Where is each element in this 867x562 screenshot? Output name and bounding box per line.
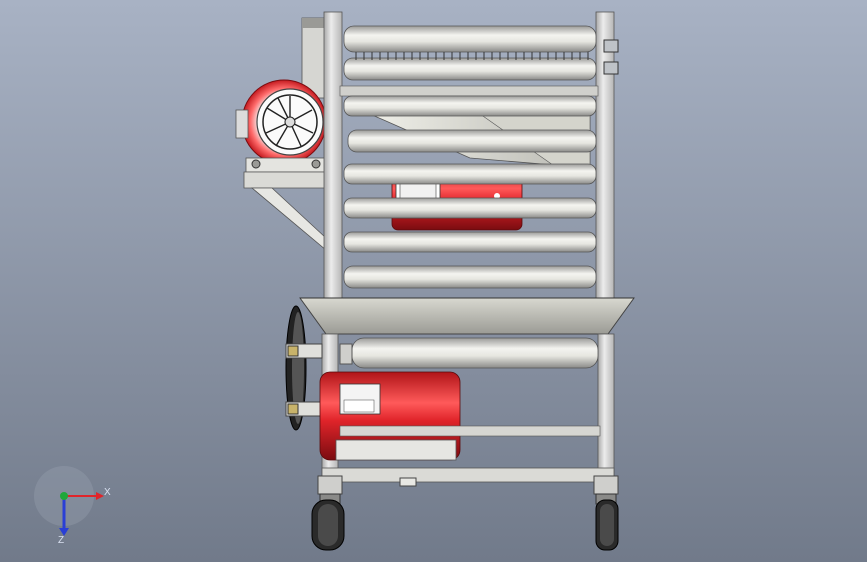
frame-bolt: [399, 477, 417, 487]
triad-y-axis-dot: [60, 492, 68, 500]
triad-z-arrow-icon: [59, 528, 69, 536]
caster-left[interactable]: [311, 475, 345, 551]
triad-x-label: X: [104, 487, 111, 498]
roller-stack-front[interactable]: [343, 163, 597, 289]
roller[interactable]: [343, 265, 597, 289]
triad-z-label: Z: [58, 535, 65, 546]
roller[interactable]: [347, 129, 597, 153]
roller[interactable]: [343, 163, 597, 185]
orientation-triad[interactable]: [34, 466, 104, 536]
discharge-hopper: [299, 297, 635, 335]
lower-roller[interactable]: [339, 337, 599, 369]
roller[interactable]: [343, 95, 597, 117]
caster-right[interactable]: [593, 475, 619, 551]
roller[interactable]: [343, 197, 597, 219]
roller[interactable]: [343, 231, 597, 253]
top-toothed-roller[interactable]: [343, 25, 619, 81]
main-frame: [323, 11, 615, 299]
lower-drive-motor[interactable]: [319, 371, 601, 461]
drive-pulley[interactable]: [285, 305, 323, 431]
triad-x-arrow-icon: [96, 492, 104, 500]
roller-stack[interactable]: [343, 95, 597, 153]
